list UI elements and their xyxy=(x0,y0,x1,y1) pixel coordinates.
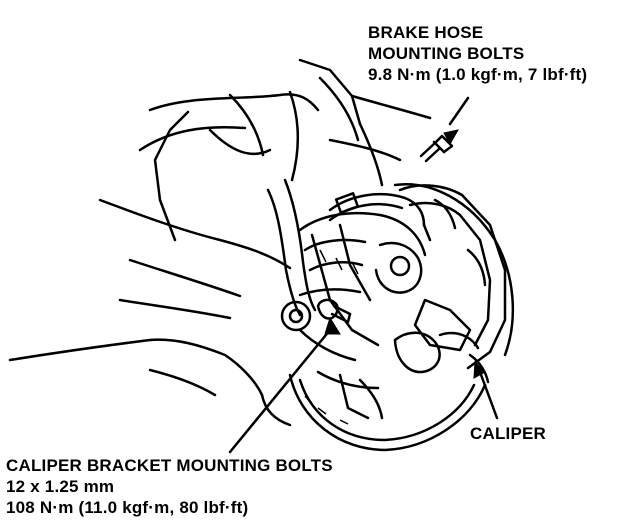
disc-shading xyxy=(304,395,349,425)
caliper-bracket-bolt xyxy=(316,298,352,324)
brake-hose xyxy=(328,192,432,242)
brake-hose-label-line2: MOUNTING BOLTS xyxy=(368,44,525,63)
caliper-bracket-bolts-label: CALIPER BRACKET MOUNTING BOLTS 12 x 1.25… xyxy=(6,455,333,518)
brake-hose-leader xyxy=(448,96,470,126)
caliper-bracket-torque: 108 N·m (11.0 kgf·m, 80 lbf·ft) xyxy=(6,498,249,517)
steering-knuckle xyxy=(298,211,427,420)
bracket-leader xyxy=(228,328,332,454)
caliper-bracket-size: 12 x 1.25 mm xyxy=(6,477,115,496)
caliper-leader xyxy=(478,370,499,420)
suspension-outline xyxy=(8,58,432,427)
caliper-name: CALIPER xyxy=(470,424,547,443)
caliper-bracket-name: CALIPER BRACKET MOUNTING BOLTS xyxy=(6,456,333,475)
tie-rod xyxy=(266,178,317,332)
caliper-body xyxy=(374,184,507,384)
brake-hose-bolt xyxy=(419,134,454,163)
bracket-arrowhead xyxy=(324,316,341,335)
caliper-arrowhead xyxy=(473,360,486,379)
brake-hose-label-line1: BRAKE HOSE xyxy=(368,23,484,42)
brake-hose-bolts-label: BRAKE HOSE MOUNTING BOLTS 9.8 N·m (1.0 k… xyxy=(368,22,587,85)
knuckle-shading xyxy=(319,249,359,275)
brake-disc xyxy=(288,183,515,452)
leader-lines xyxy=(228,96,499,454)
brake-hose-arrowhead xyxy=(443,129,459,146)
brake-hose-torque: 9.8 N·m (1.0 kgf·m, 7 lbf·ft) xyxy=(368,65,588,84)
caliper-label: CALIPER xyxy=(470,423,546,444)
